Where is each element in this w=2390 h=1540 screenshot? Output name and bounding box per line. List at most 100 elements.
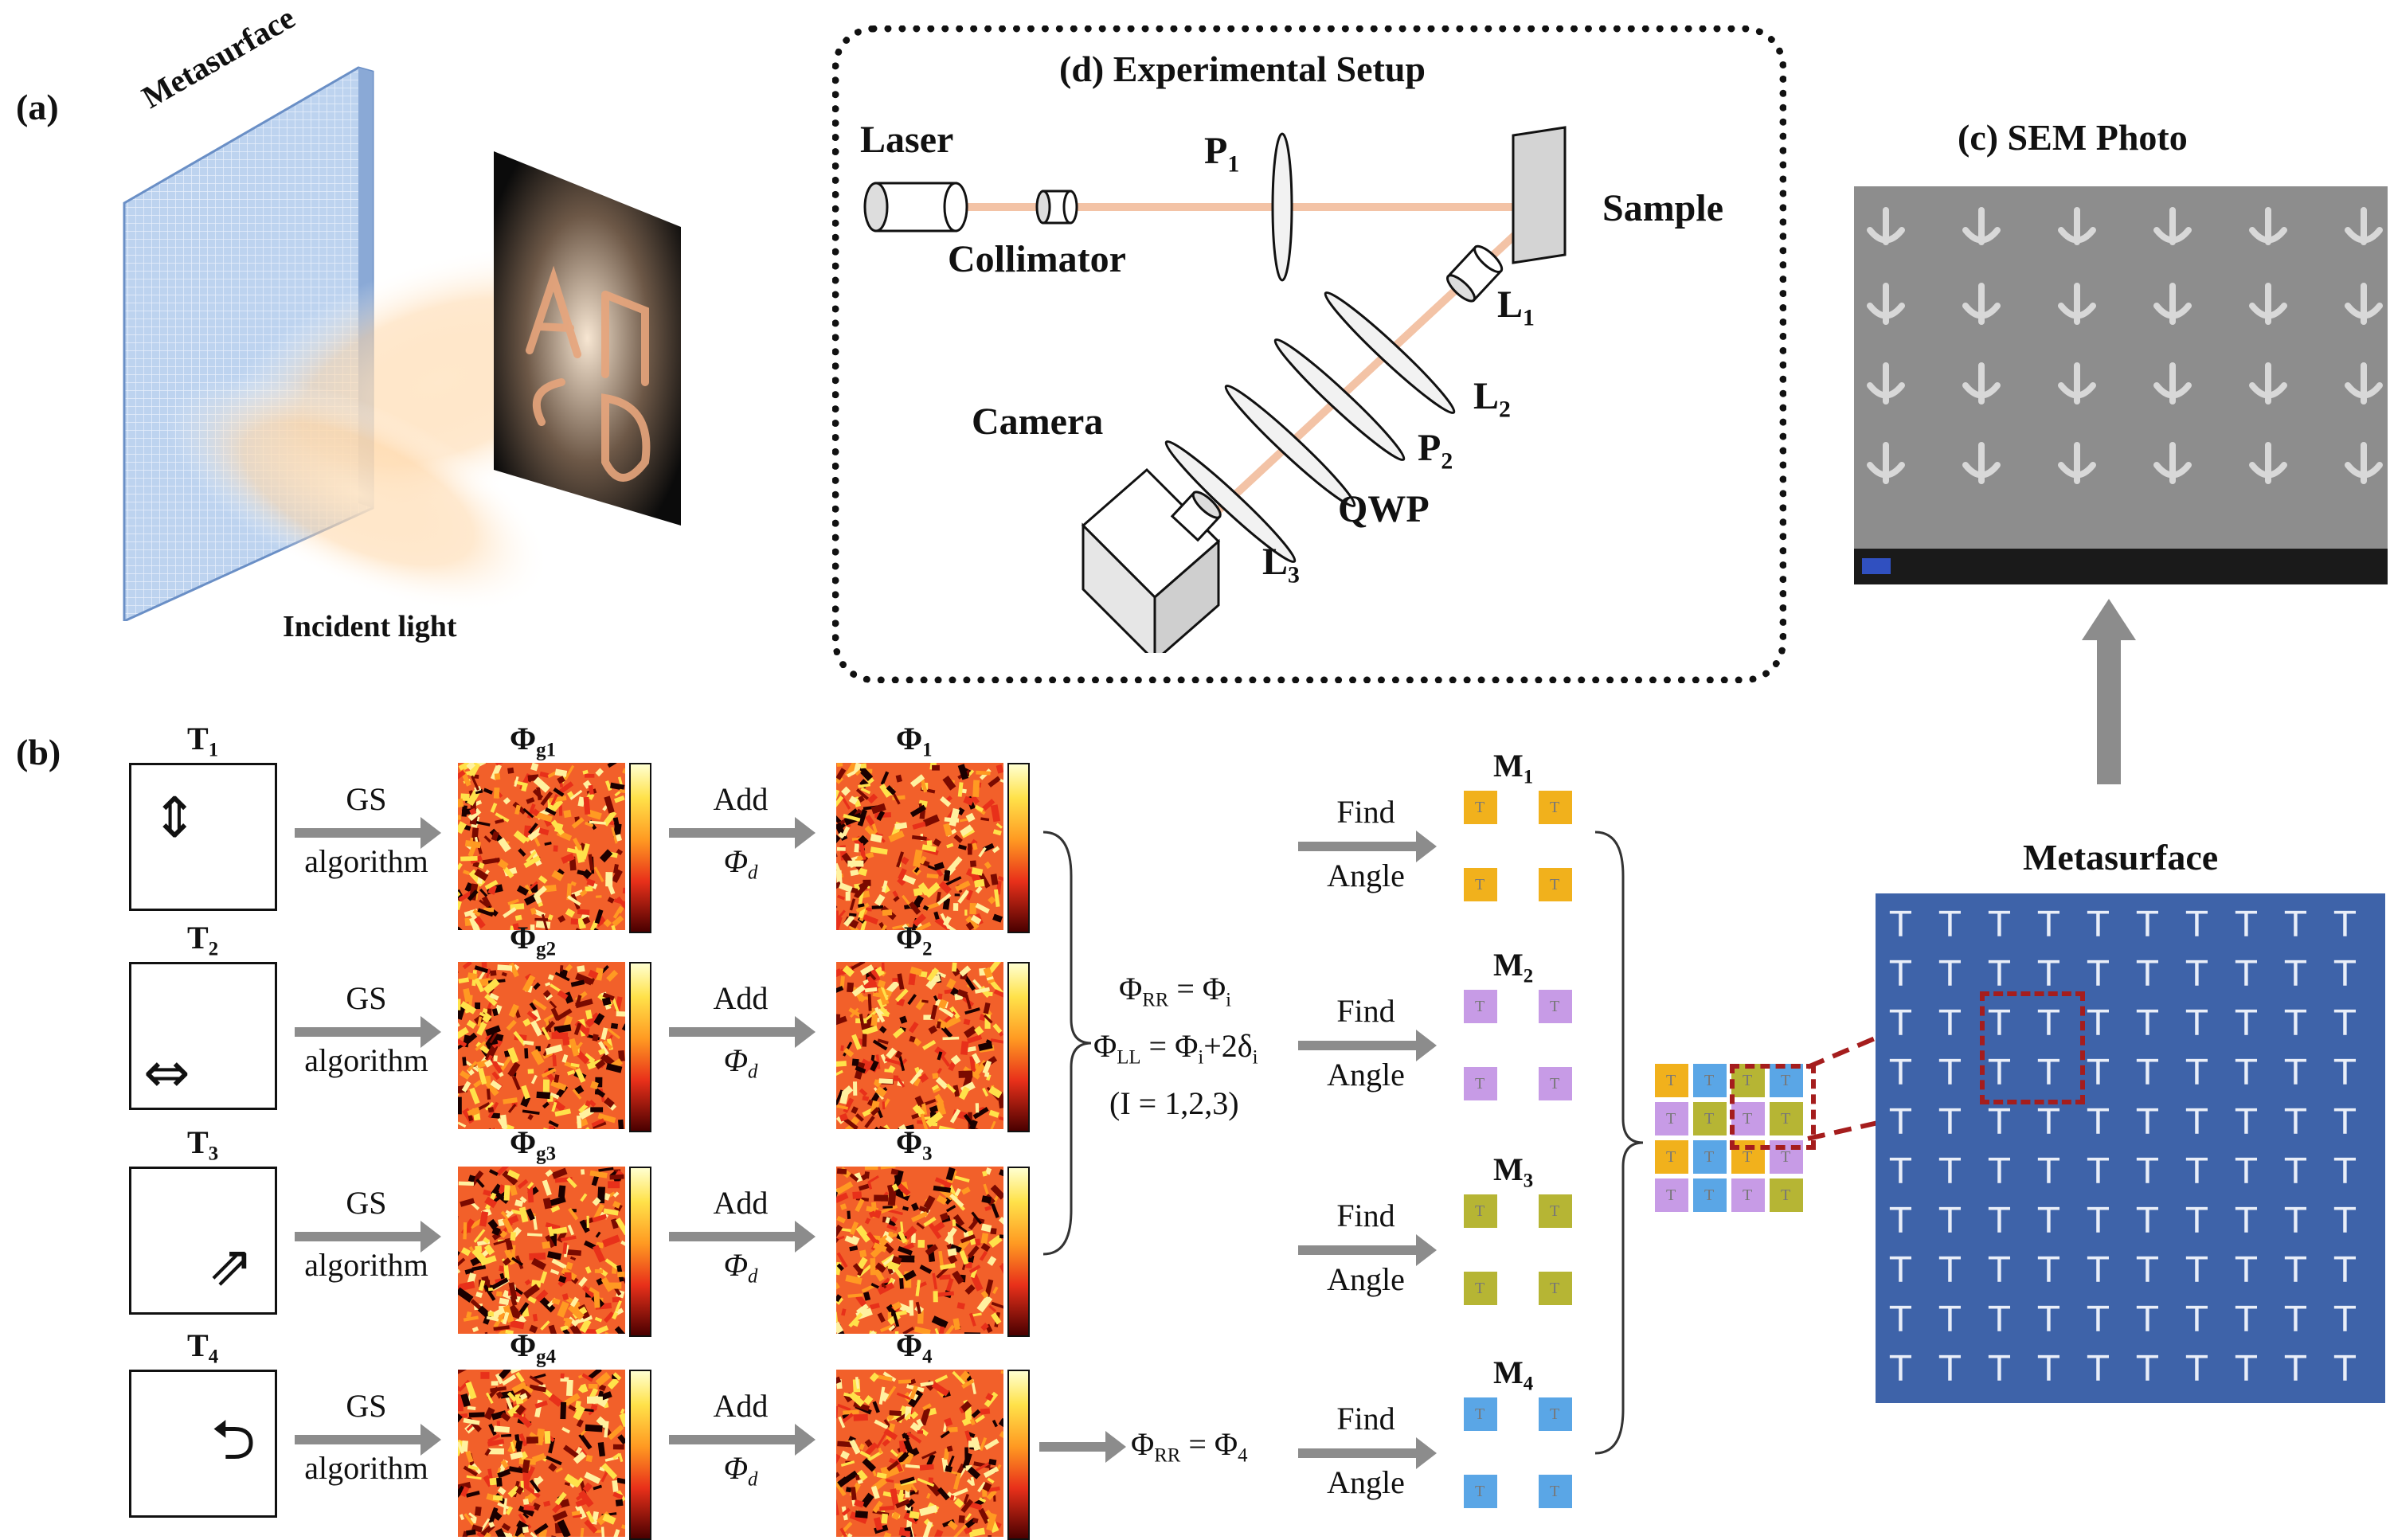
target-arrow-icon: ⮌ bbox=[211, 1400, 256, 1495]
panel-c-title: (c) SEM Photo bbox=[1958, 116, 2188, 158]
metasurface-atom: T bbox=[2038, 1349, 2059, 1390]
meta-atom-label: M2 bbox=[1493, 946, 1533, 988]
metasurface-atom: T bbox=[2285, 1201, 2306, 1241]
phase-label: Φ1 bbox=[896, 720, 933, 762]
l2-label: L2 bbox=[1473, 374, 1511, 423]
supercell-atom: T bbox=[1693, 1140, 1727, 1174]
gs-label-bottom: algorithm bbox=[291, 1449, 442, 1487]
supercell-atom: T bbox=[1731, 1178, 1765, 1212]
metasurface-atom: T bbox=[2285, 1102, 2306, 1143]
metasurface-atom: T bbox=[2087, 1250, 2109, 1291]
meta-atom: T bbox=[1464, 1397, 1497, 1431]
phase-map-g bbox=[458, 1167, 625, 1334]
metasurface-atom: T bbox=[2285, 1151, 2306, 1192]
find-arrow bbox=[1298, 842, 1418, 851]
gs-arrow bbox=[295, 1435, 422, 1444]
gs-label-top: GS bbox=[319, 1387, 414, 1425]
panel-b-tag: (b) bbox=[16, 731, 61, 773]
polarizer-p1-icon bbox=[1273, 134, 1292, 280]
metasurface-atom: T bbox=[2334, 1151, 2356, 1192]
metasurface-atom: T bbox=[2137, 905, 2158, 945]
metasurface-atom: T bbox=[1989, 1349, 2010, 1390]
metasurface-atom: T bbox=[2137, 1349, 2158, 1390]
find-arrow bbox=[1298, 1448, 1418, 1458]
highlight-box-small bbox=[1730, 1064, 1816, 1150]
meta-atom: T bbox=[1539, 1397, 1572, 1431]
metasurface-label-b: Metasurface bbox=[2023, 836, 2218, 878]
target-image: ⇔ bbox=[129, 962, 277, 1110]
add-arrow bbox=[669, 1435, 796, 1444]
add-label-bottom: Φd bbox=[693, 1246, 788, 1288]
supercell-atom: T bbox=[1693, 1064, 1727, 1097]
supercell-atom: T bbox=[1693, 1102, 1727, 1135]
metasurface-atom: T bbox=[1989, 1151, 2010, 1192]
camera-label: Camera bbox=[972, 400, 1103, 444]
meta-atom: T bbox=[1539, 1475, 1572, 1508]
phase-map bbox=[836, 1370, 1003, 1537]
collimator-label: Collimator bbox=[948, 237, 1126, 281]
meta-atom: T bbox=[1464, 791, 1497, 824]
metasurface-atom: T bbox=[1890, 1349, 1911, 1390]
add-label-bottom: Φd bbox=[693, 842, 788, 885]
metasurface-atom: T bbox=[2087, 1053, 2109, 1093]
metasurface-atom: T bbox=[2087, 1003, 2109, 1044]
metasurface-atom: T bbox=[2235, 1003, 2257, 1044]
gs-label-bottom: algorithm bbox=[291, 842, 442, 880]
metasurface-atom: T bbox=[2186, 1102, 2208, 1143]
metasurface-illustration bbox=[96, 48, 812, 621]
metasurface-atom: T bbox=[1939, 1201, 1961, 1241]
metasurface-atom: T bbox=[2235, 954, 2257, 995]
metasurface-atom: T bbox=[1939, 1300, 1961, 1340]
metasurface-atom: T bbox=[1939, 1003, 1961, 1044]
metasurface-atom: T bbox=[1939, 905, 1961, 945]
gs-arrow bbox=[295, 828, 422, 838]
gs-label-top: GS bbox=[319, 1184, 414, 1221]
gs-label-bottom: algorithm bbox=[291, 1042, 442, 1079]
metasurface-atom: T bbox=[2285, 1300, 2306, 1340]
metasurface-atom: T bbox=[2235, 1102, 2257, 1143]
metasurface-atom: T bbox=[1890, 1053, 1911, 1093]
metasurface-atom: T bbox=[1890, 1300, 1911, 1340]
metasurface-atom: T bbox=[2038, 1300, 2059, 1340]
metasurface-atom: T bbox=[2334, 954, 2356, 995]
metasurface-atom: T bbox=[2186, 1300, 2208, 1340]
metasurface-atom: T bbox=[2137, 1250, 2158, 1291]
metasurface-atom: T bbox=[2334, 1102, 2356, 1143]
metasurface-atom: T bbox=[2235, 1201, 2257, 1241]
colorbar bbox=[1007, 1370, 1030, 1540]
metasurface-atom: T bbox=[2186, 954, 2208, 995]
meta-atom: T bbox=[1539, 1194, 1572, 1228]
metasurface-atom: T bbox=[2235, 905, 2257, 945]
optical-setup-diagram bbox=[844, 96, 1768, 653]
target-image: ⇕ bbox=[129, 763, 277, 911]
meta-atom: T bbox=[1539, 1272, 1572, 1305]
phase-map bbox=[836, 1167, 1003, 1334]
metasurface-atom: T bbox=[2087, 1349, 2109, 1390]
find-label-bottom: Angle bbox=[1306, 857, 1426, 894]
target-label: T1 bbox=[187, 720, 218, 762]
metasurface-atom: T bbox=[1989, 1102, 2010, 1143]
meta-atom: T bbox=[1464, 990, 1497, 1023]
supercell-atom: T bbox=[1655, 1064, 1688, 1097]
find-arrow bbox=[1298, 1041, 1418, 1050]
sample-label: Sample bbox=[1602, 186, 1723, 230]
add-arrow bbox=[669, 1027, 796, 1037]
metasurface-atom: T bbox=[1939, 954, 1961, 995]
metasurface-atom: T bbox=[2186, 905, 2208, 945]
gs-arrow bbox=[295, 1027, 422, 1037]
metasurface-atom: T bbox=[2087, 1151, 2109, 1192]
metasurface-atom: T bbox=[1890, 1201, 1911, 1241]
colorbar bbox=[629, 1370, 651, 1540]
metasurface-atom: T bbox=[2137, 954, 2158, 995]
equation-ll: ΦLL = Φi+2δi bbox=[1093, 1027, 1258, 1069]
colorbar bbox=[1007, 962, 1030, 1132]
camera-icon bbox=[1083, 470, 1224, 653]
supercell-atom: T bbox=[1770, 1178, 1803, 1212]
panel-a-tag: (a) bbox=[16, 86, 59, 128]
metasurface-atom: T bbox=[2334, 905, 2356, 945]
meta-atom: T bbox=[1539, 1067, 1572, 1100]
metasurface-atom: T bbox=[2334, 1201, 2356, 1241]
equation-range: (I = 1,2,3) bbox=[1109, 1085, 1239, 1122]
metasurface-atom: T bbox=[2038, 1250, 2059, 1291]
metasurface-atom: T bbox=[2038, 1102, 2059, 1143]
